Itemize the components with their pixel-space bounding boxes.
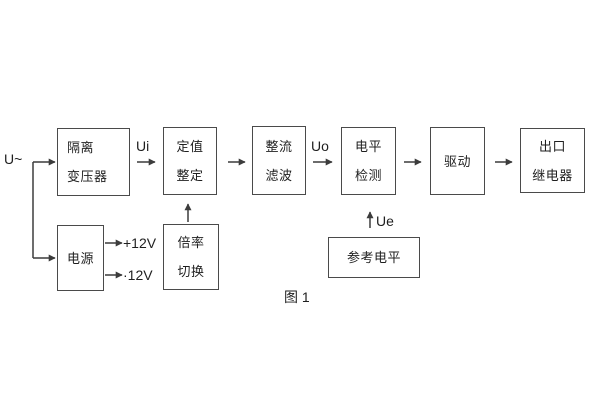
block-level-detection: 电平 检测 [341, 127, 396, 195]
block-label: 继电器 [532, 167, 573, 183]
block-label: 滤波 [265, 167, 293, 183]
block-rectifier-filter: 整流 滤波 [252, 126, 306, 195]
block-label: 电源 [66, 250, 94, 266]
block-label: 出口 [538, 138, 566, 154]
block-label: 整流 [265, 138, 293, 154]
block-label: 隔离 [67, 140, 95, 155]
block-label: 变压器 [67, 169, 108, 184]
block-label: 定值 [176, 139, 204, 154]
block-label: 检测 [354, 168, 382, 183]
block-isolation-transformer: 隔离 变压器 [57, 128, 130, 196]
block-ratio-switch: 倍率 切换 [163, 224, 219, 290]
block-output-relay: 出口 继电器 [520, 128, 585, 193]
figure-caption: 图 1 [284, 289, 310, 305]
signal-label-ue: Ue [376, 213, 394, 229]
block-label: 驱动 [443, 153, 471, 169]
signal-label-uo: Uo [311, 138, 329, 154]
input-signal-label: U~ [4, 151, 23, 167]
block-label: 电平 [354, 139, 382, 154]
block-label: 参考电平 [346, 250, 401, 265]
block-power-supply: 电源 [57, 225, 104, 291]
block-drive: 驱动 [430, 127, 485, 195]
block-label: 切换 [177, 264, 205, 279]
power-rail-negative-label: ·12V [123, 267, 153, 283]
block-label: 整定 [176, 168, 204, 183]
power-rail-positive-label: +12V [123, 235, 157, 251]
block-reference-level: 参考电平 [328, 237, 420, 278]
signal-label-ui: Ui [136, 138, 150, 154]
block-label: 倍率 [177, 235, 205, 250]
block-setpoint-setting: 定值 整定 [163, 127, 217, 195]
